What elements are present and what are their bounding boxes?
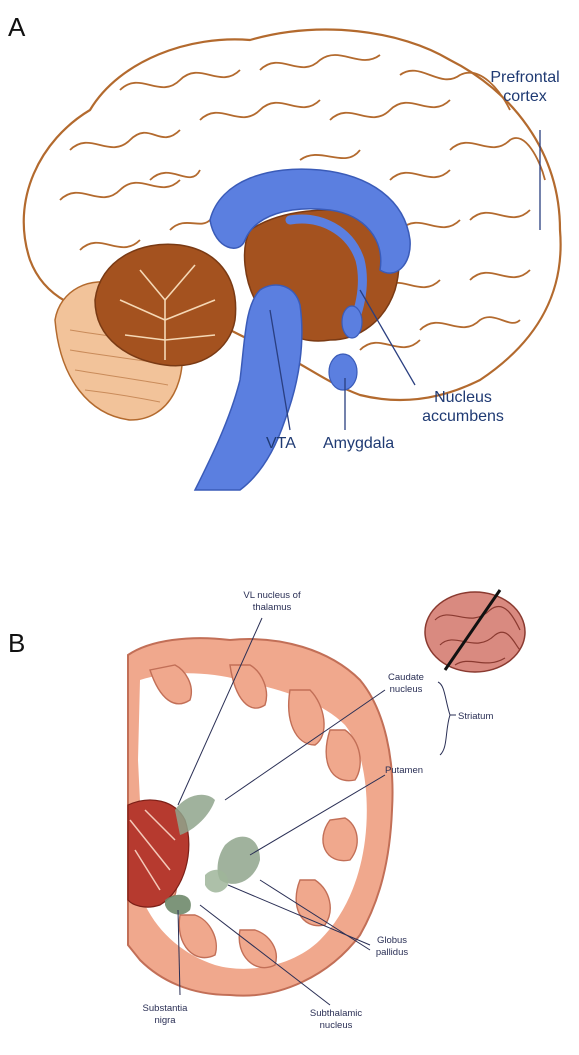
coronal-section [128,638,393,996]
brain-thumbnail [425,590,525,672]
label-substantia-nigra: Substantia nigra [130,1003,200,1027]
subthalamic-line2: nucleus [296,1020,376,1032]
globus-line2: pallidus [362,947,422,959]
nucleus-line2: accumbens [408,407,518,426]
prefrontal-line1: Prefrontal [480,68,570,87]
prefrontal-line2: cortex [480,87,570,106]
caudate-line2: nucleus [376,684,436,696]
label-prefrontal-cortex: Prefrontal cortex [480,68,570,106]
label-nucleus-accumbens: Nucleus accumbens [408,388,518,426]
globus-line1: Globus [362,935,422,947]
panel-b-letter: B [8,628,25,659]
substantia-line1: Substantia [130,1003,200,1015]
putamen-green [218,837,260,884]
leader-lines-b [178,618,385,1005]
label-striatum: Striatum [458,711,493,723]
label-vta: VTA [266,434,296,453]
vl-line2: thalamus [222,602,322,614]
label-subthalamic-nucleus: Subthalamic nucleus [296,1008,376,1032]
substantia-green [165,895,191,915]
accumbens-blob [342,306,362,338]
amygdala-blob [329,354,357,390]
substantia-line2: nigra [130,1015,200,1027]
vl-line1: VL nucleus of [222,590,322,602]
label-globus-pallidus: Globus pallidus [362,935,422,959]
label-amygdala: Amygdala [323,434,394,453]
striatum-brace [438,682,456,755]
nucleus-line1: Nucleus [408,388,518,407]
subthalamic-line1: Subthalamic [296,1008,376,1020]
midline-region [128,800,189,907]
label-vl-nucleus: VL nucleus of thalamus [222,590,322,614]
label-putamen: Putamen [385,765,423,777]
caudate-green [175,795,215,835]
globus-green [205,870,228,893]
white-matter [138,673,367,969]
label-caudate-nucleus: Caudate nucleus [376,672,436,696]
caudate-line1: Caudate [376,672,436,684]
